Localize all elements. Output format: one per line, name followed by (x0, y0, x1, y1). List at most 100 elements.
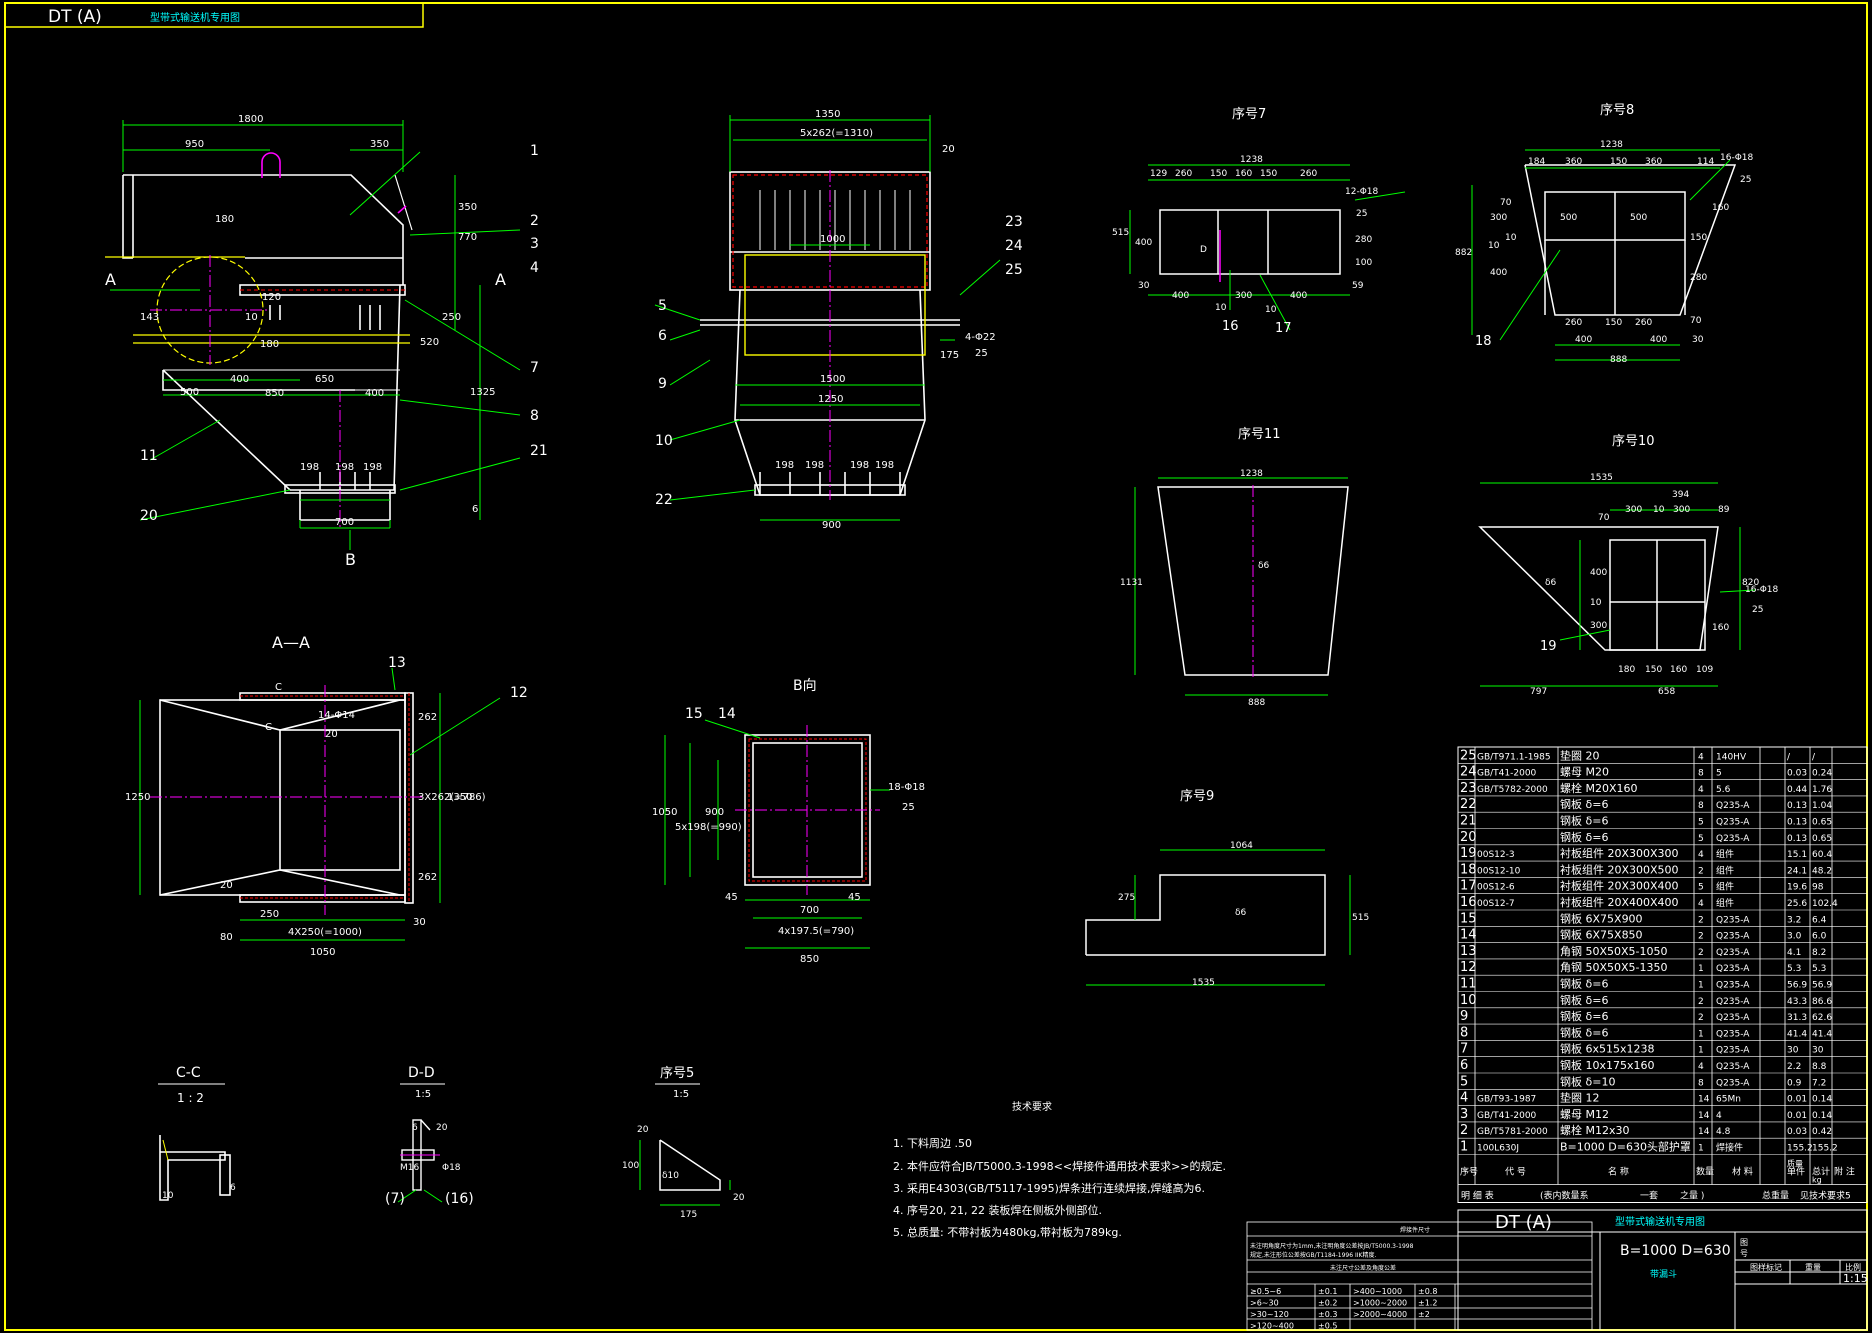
dim-label: 45 (725, 892, 738, 903)
tech-item: 5. 总质量: 不带衬板为480kg,带衬板为789kg. (893, 1225, 1122, 1239)
bom-qty: 5 (1698, 818, 1704, 828)
dim-label: 515 (1112, 228, 1129, 238)
section-aa-holes (240, 693, 410, 903)
dim-label: 198 (300, 462, 319, 473)
bom-header: 序号 (1460, 1166, 1478, 1178)
bom-qty: 4 (1698, 850, 1704, 860)
top-title-subtitle: 型带式输送机专用图 (150, 11, 240, 24)
bom-unit-weight: 3.0 (1787, 932, 1802, 942)
dim-label: 1250 (125, 792, 150, 803)
bom-qty: 2 (1698, 948, 1704, 958)
bom-header: 数量 (1696, 1166, 1714, 1178)
item7-dims (1129, 164, 1406, 331)
bom-qty: 8 (1698, 1078, 1704, 1088)
title-subtitle: 型带式输送机专用图 (1615, 1215, 1705, 1228)
bom-mass-label: 质量 (1787, 1159, 1803, 1169)
dim-label: 700 (335, 517, 354, 528)
dim-label: 129 (1150, 169, 1167, 179)
dim-label: 12-Φ18 (1345, 187, 1379, 197)
bom-unit-weight: 0.01 (1787, 1095, 1807, 1105)
tolerance-cell: ±2 (1418, 1310, 1430, 1319)
dim-label: 3X262(=786) (418, 792, 486, 803)
side-yellow (744, 254, 926, 356)
bom-total-weight: 1.04 (1812, 801, 1832, 811)
bom-name: 螺栓 M12x30 (1560, 1123, 1630, 1137)
callout-7: 7 (530, 360, 539, 376)
item7-view (1159, 209, 1341, 282)
item11-dim-texts: 1238 1131 888 δ6 (1120, 469, 1270, 708)
section-mark-a-left: A (105, 270, 116, 289)
tech-items: 1. 下料周边 .50 2. 本件应符合JB/T5000.3-1998<<焊接件… (893, 1136, 1226, 1239)
dim-label: 20 (942, 144, 955, 155)
title-block (1457, 1209, 1868, 1331)
dim-label: 6 (472, 504, 478, 515)
callout-25: 25 (1005, 262, 1023, 278)
bom-qty: 1 (1698, 1046, 1704, 1056)
dim-label: 14-Φ14 (318, 710, 355, 721)
dim-label: 100 (622, 1161, 639, 1171)
bom-material: Q235-A (1716, 801, 1750, 811)
dim-label: 400 (365, 388, 384, 399)
item10-title: 序号10 (1612, 434, 1655, 449)
side-dim-texts: 1350 5x262(=1310) 20 1000 1500 1250 198 … (775, 109, 996, 531)
bom-total-weight: 102.4 (1812, 899, 1838, 909)
dim-label: 900 (705, 807, 724, 818)
bom-name: 钢板 δ=6 (1560, 993, 1608, 1007)
cc-title: C-C (176, 1065, 201, 1081)
tolerance-cell: >30~120 (1250, 1310, 1289, 1319)
dd-title: D-D (408, 1065, 435, 1081)
dim-label: 10 (1590, 598, 1602, 608)
bom-no: 14 (1460, 928, 1477, 943)
bom-name: 钢板 δ=6 (1560, 1009, 1608, 1023)
dim-label: 850 (265, 388, 284, 399)
tolerance-cell: >120~400 (1250, 1322, 1294, 1331)
bom-material: 140HV (1716, 752, 1747, 762)
bom-material: 组件 (1716, 864, 1734, 876)
bom-name: 螺栓 M20X160 (1560, 781, 1638, 795)
callout-16: 16 (1222, 319, 1239, 334)
bom-name: 钢板 δ=6 (1560, 814, 1608, 828)
dim-label: 260 (1175, 169, 1192, 179)
dim-label: 400 (1650, 335, 1667, 345)
dim-label: 114 (1697, 157, 1714, 167)
section-aa-view (159, 692, 414, 904)
section-aa-centerlines (150, 685, 425, 915)
bom-total-weight: 41.4 (1812, 1029, 1832, 1039)
bom-header: 单件 (1787, 1166, 1805, 1178)
bom-no: 21 (1460, 814, 1477, 829)
bom-code: 00S12-7 (1477, 899, 1515, 909)
dim-label: 30 (1138, 281, 1150, 291)
dim-label: 180 (1618, 665, 1635, 675)
dim-label: 150 (1645, 665, 1662, 675)
item8-title: 序号8 (1600, 103, 1634, 118)
item5-view (659, 1139, 721, 1191)
bom-no: 7 (1460, 1042, 1468, 1057)
bom-total-weight: 98 (1812, 883, 1824, 893)
bom-total-weight: / (1812, 752, 1816, 762)
cc-dim-texts: 10 6 (162, 1183, 236, 1201)
bom-code: 00S12-3 (1477, 850, 1515, 860)
section-aa-title: A—A (272, 633, 310, 652)
dim-label: 400 (1135, 238, 1152, 248)
item10-dim-texts: 1535 394 300 10 300 89 70 400 δ6 820 16-… (1530, 473, 1779, 697)
cc-scale: 1 : 2 (177, 1091, 204, 1105)
bom-code: GB/T41-2000 (1477, 1111, 1537, 1121)
dim-label: 198 (775, 460, 794, 471)
bom-detail-label: 明 细 表 (1461, 1190, 1494, 1202)
bom-name: B=1000 D=630头部护罩 (1560, 1140, 1691, 1154)
dim-label: 198 (335, 462, 354, 473)
dim-label: 360 (1645, 157, 1662, 167)
item11-title: 序号11 (1238, 427, 1281, 442)
callout-14: 14 (718, 706, 736, 722)
dim-label: 70 (1598, 513, 1610, 523)
callout-9: 9 (658, 376, 667, 392)
dd-leaders (397, 1189, 443, 1203)
dim-label: 70 (1500, 198, 1512, 208)
bom-material: Q235-A (1716, 1046, 1750, 1056)
bom-unit-weight: 0.44 (1787, 785, 1807, 795)
tolerance-cell: ±0.1 (1318, 1287, 1337, 1296)
bom-material: 组件 (1716, 881, 1734, 893)
item7-dim-texts: 1238 129 260 150 160 150 260 12-Φ18 25 5… (1112, 155, 1379, 315)
dim-label: 20 (436, 1123, 448, 1133)
